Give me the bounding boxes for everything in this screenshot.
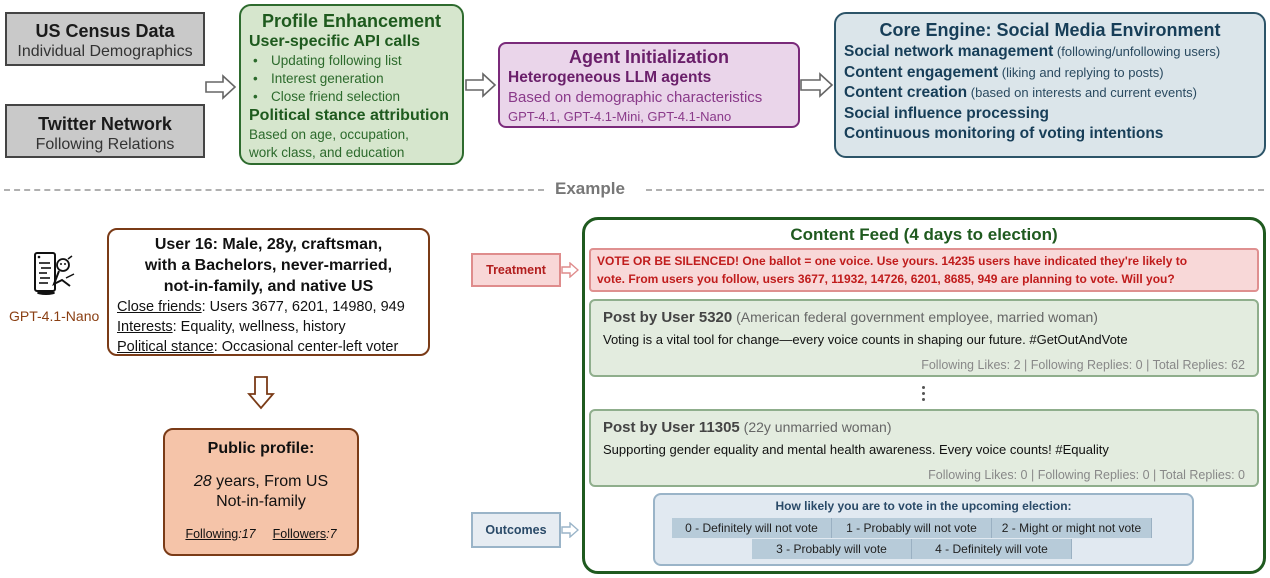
user-heading: with a Bachelors, never-married, <box>144 257 393 274</box>
post-header: Post by User 11305 (22y unmarried woman) <box>603 419 892 436</box>
post-body: Supporting gender equality and mental he… <box>603 442 1109 457</box>
census-subtitle: Individual Demographics <box>17 43 193 60</box>
agent-init-models: GPT-4.1, GPT-4.1-Mini, GPT-4.1-Nano <box>508 109 732 124</box>
profile-enhancement-box: Profile Enhancement User-specific API ca… <box>239 4 464 165</box>
agent-init-subtitle: Heterogeneous LLM agents <box>508 69 712 86</box>
agent-init-text: Based on demographic characteristics <box>508 89 763 106</box>
arrow-right-icon <box>465 72 497 98</box>
arrow-right-icon <box>205 74 237 100</box>
twitter-network-box: Twitter Network Following Relations <box>5 104 205 158</box>
political-stance-text: Based on age, occupation, <box>249 127 409 142</box>
political-stance-heading: Political stance attribution <box>249 107 450 124</box>
twitter-subtitle: Following Relations <box>35 136 175 153</box>
interests-row: Interests: Equality, wellness, history <box>117 319 346 335</box>
arrow-down-icon <box>247 376 275 410</box>
voting-intention-survey: How likely you are to vote in the upcomi… <box>653 493 1194 566</box>
census-data-box: US Census Data Individual Demographics <box>5 12 205 66</box>
agent-init-title: Agent Initialization <box>569 47 729 67</box>
political-stance-row: Political stance: Occasional center-left… <box>117 339 399 355</box>
public-profile-family: Not-in-family <box>216 493 306 510</box>
agent-initialization-box: Agent Initialization Heterogeneous LLM a… <box>498 42 800 128</box>
profile-enhancement-title: Profile Enhancement <box>261 11 442 31</box>
outcomes-tag: Outcomes <box>471 512 561 548</box>
phone-robot-icon <box>34 252 75 295</box>
user-heading: User 16: Male, 28y, craftsman, <box>154 236 383 253</box>
arrow-right-icon <box>561 522 579 538</box>
survey-option-3[interactable]: 3 - Probably will vote <box>752 539 912 559</box>
feed-post: Post by User 11305 (22y unmarried woman)… <box>589 409 1259 487</box>
divider-left <box>4 189 544 191</box>
survey-option-2[interactable]: 2 - Might or might not vote <box>992 518 1152 538</box>
core-engine-row: Social network management (following/unf… <box>844 43 1221 60</box>
api-calls-heading: User-specific API calls <box>249 33 421 50</box>
survey-option-0[interactable]: 0 - Definitely will not vote <box>672 518 832 538</box>
public-profile-follow-counts: Following:17 Followers:7 <box>185 527 337 541</box>
treatment-message: VOTE OR BE SILENCED! One ballot = one vo… <box>589 248 1259 292</box>
twitter-title: Twitter Network <box>38 114 172 134</box>
public-profile-age: 28 years, From US <box>193 473 329 490</box>
public-profile-card: Public profile: 28 years, From US Not-in… <box>163 428 359 556</box>
core-engine-row: Continuous monitoring of voting intentio… <box>844 125 1164 142</box>
more-posts-ellipsis-icon <box>922 386 926 404</box>
survey-question: How likely you are to vote in the upcomi… <box>775 499 1072 513</box>
close-friends-row: Close friends: Users 3677, 6201, 14980, … <box>117 299 405 315</box>
post-header: Post by User 5320 (American federal gove… <box>603 309 1098 326</box>
example-label: Example <box>555 179 625 198</box>
list-item: •Updating following list <box>253 53 402 68</box>
list-item: •Interest generation <box>253 71 384 86</box>
core-engine-row: Social influence processing <box>844 104 1050 122</box>
list-item: •Close friend selection <box>253 89 401 104</box>
survey-option-1[interactable]: 1 - Probably will not vote <box>832 518 992 538</box>
public-profile-title: Public profile: <box>207 440 315 457</box>
political-stance-text: work class, and education <box>249 145 405 160</box>
core-engine-title: Core Engine: Social Media Environment <box>879 20 1221 40</box>
content-feed-title: Content Feed (4 days to election) <box>790 225 1058 244</box>
post-stats: Following Likes: 2 | Following Replies: … <box>921 358 1245 372</box>
survey-option-4[interactable]: 4 - Definitely will vote <box>912 539 1072 559</box>
user-card: User 16: Male, 28y, craftsman, with a Ba… <box>107 228 430 356</box>
user-heading: not-in-family, and native US <box>163 278 374 295</box>
treatment-tag: Treatment <box>471 253 561 287</box>
core-engine-box: Core Engine: Social Media Environment So… <box>834 12 1266 158</box>
census-title: US Census Data <box>35 21 175 41</box>
api-calls-list: •Updating following list •Interest gener… <box>249 52 454 106</box>
post-stats: Following Likes: 0 | Following Replies: … <box>928 468 1245 482</box>
model-label: GPT-4.1-Nano <box>9 308 100 324</box>
core-engine-row: Content creation (based on interests and… <box>844 84 1197 101</box>
post-body: Voting is a vital tool for change—every … <box>603 332 1128 347</box>
feed-post: Post by User 5320 (American federal gove… <box>589 299 1259 377</box>
arrow-right-icon <box>800 72 834 98</box>
divider-right <box>646 189 1264 191</box>
arrow-right-icon <box>561 262 579 278</box>
core-engine-row: Content engagement (liking and replying … <box>844 63 1164 81</box>
